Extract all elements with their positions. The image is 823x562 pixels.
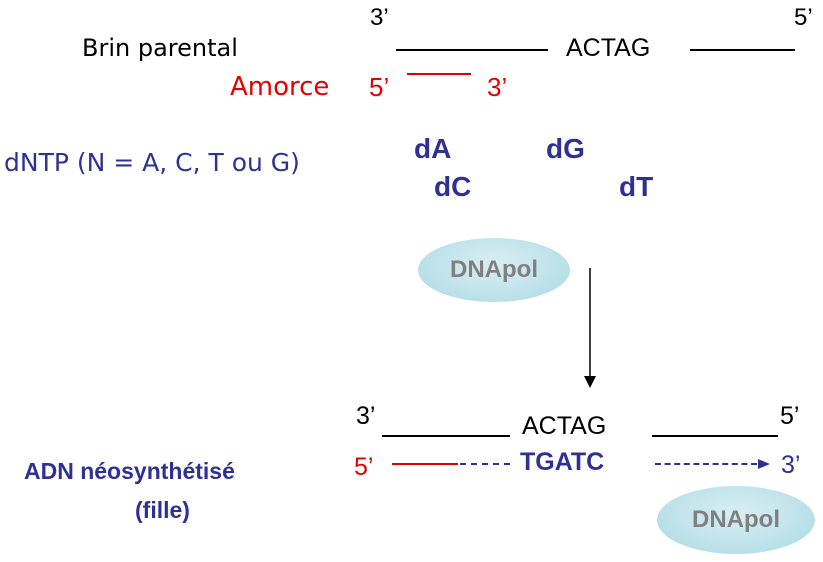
- daughter-strand-arrowhead: [758, 459, 770, 469]
- dna-polymerase-ellipse-bound: DNApol: [657, 486, 815, 554]
- daughter-dashed-segment-left: [460, 463, 510, 465]
- result-parental-line-right: [652, 435, 778, 437]
- daughter-strand-sublabel: (fille): [135, 497, 190, 523]
- dna-polymerase-label-bound: DNApol: [692, 506, 780, 533]
- nucleotide-dG: dG: [546, 133, 585, 164]
- daughter-sequence: TGATC: [520, 448, 605, 476]
- result-parental-5prime-end: 5’: [780, 402, 800, 430]
- daughter-3prime-end: 3’: [781, 451, 801, 479]
- dna-polymerase-label: DNApol: [450, 256, 538, 283]
- result-parental-line-left: [382, 435, 510, 437]
- nucleotide-dA: dA: [414, 133, 452, 164]
- reaction-arrowhead: [584, 376, 596, 388]
- parental-5prime-end-top: 5’: [794, 4, 813, 31]
- parental-strand-line-right: [690, 49, 795, 51]
- parental-strand-line-left: [396, 49, 548, 51]
- nucleotide-dT: dT: [619, 171, 654, 202]
- result-parental-3prime-end: 3’: [356, 402, 376, 430]
- daughter-dashed-segment-right: [655, 463, 757, 465]
- parental-3prime-end-top: 3’: [370, 4, 389, 31]
- daughter-primer-segment: [392, 463, 458, 465]
- daughter-strand-label: ADN néosynthétisé: [24, 458, 235, 484]
- dntp-label: dNTP (N = A, C, T ou G): [4, 148, 300, 177]
- parental-sequence-top: ACTAG: [566, 34, 651, 62]
- parental-strand-label: Brin parental: [82, 34, 238, 62]
- result-parental-sequence: ACTAG: [522, 412, 607, 440]
- primer-5prime-end: 5’: [369, 72, 390, 102]
- nucleotide-dC: dC: [434, 171, 472, 202]
- primer-line: [407, 73, 471, 75]
- primer-label: Amorce: [230, 72, 330, 102]
- daughter-5prime-end: 5’: [354, 453, 374, 481]
- primer-3prime-end: 3’: [487, 72, 508, 102]
- dna-polymerase-ellipse: DNApol: [418, 238, 570, 302]
